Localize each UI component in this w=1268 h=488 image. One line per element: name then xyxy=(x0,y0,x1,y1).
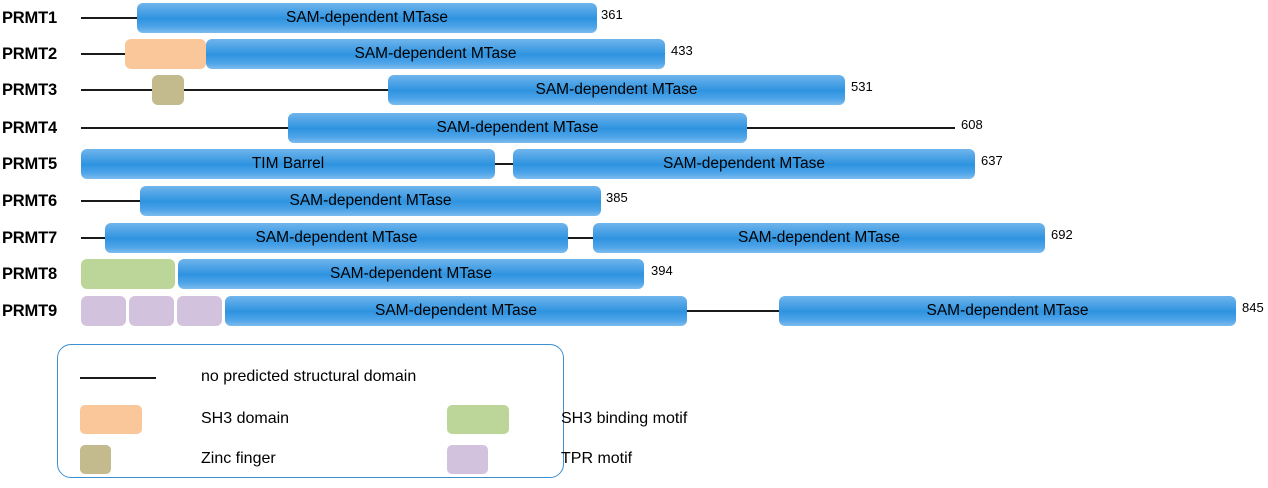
domain-label: SAM-dependent MTase xyxy=(738,229,900,246)
domain-label xyxy=(177,296,222,326)
protein-length-prmt1: 361 xyxy=(601,7,623,22)
protein-name-prmt6: PRMT6 xyxy=(2,192,57,210)
protein-length-prmt3: 531 xyxy=(851,79,873,94)
protein-name-prmt3: PRMT3 xyxy=(2,81,57,99)
domain-mtase: SAM-dependent MTase xyxy=(140,186,601,216)
domain-tpr-motif xyxy=(81,296,126,326)
backbone-line xyxy=(81,53,127,55)
domain-label xyxy=(129,296,174,326)
backbone-line xyxy=(682,310,782,312)
domain-tpr-motif xyxy=(129,296,174,326)
protein-row-prmt5: PRMT5 TIM Barrel SAM-dependent MTase 637 xyxy=(0,146,1268,182)
domain-mtase: SAM-dependent MTase xyxy=(206,39,665,69)
backbone-line xyxy=(563,237,598,239)
legend-swatch-sh3-domain xyxy=(80,405,142,434)
domain-mtase: SAM-dependent MTase xyxy=(288,113,747,143)
legend-label-no-domain: no predicted structural domain xyxy=(201,368,417,385)
domain-label xyxy=(125,39,206,69)
protein-length-prmt4: 608 xyxy=(961,117,983,132)
protein-row-prmt3: PRMT3 SAM-dependent MTase 531 xyxy=(0,72,1268,108)
protein-length-prmt9: 845 xyxy=(1242,300,1264,315)
protein-length-prmt2: 433 xyxy=(671,43,693,58)
domain-zinc-finger xyxy=(152,75,184,105)
protein-name-prmt5: PRMT5 xyxy=(2,155,57,173)
backbone-line xyxy=(81,200,143,202)
protein-length-prmt5: 637 xyxy=(981,153,1003,168)
domain-sh3-binding-motif xyxy=(81,259,175,289)
domain-label: SAM-dependent MTase xyxy=(436,119,599,136)
protein-length-prmt8: 394 xyxy=(651,263,673,278)
domain-mtase: SAM-dependent MTase xyxy=(137,3,597,33)
domain-mtase: SAM-dependent MTase xyxy=(779,296,1236,326)
protein-row-prmt9: PRMT9 SAM-dependent MTase SAM-dependent … xyxy=(0,293,1268,329)
domain-label: SAM-dependent MTase xyxy=(330,265,492,282)
domain-label xyxy=(152,75,184,105)
protein-row-prmt7: PRMT7 SAM-dependent MTase SAM-dependent … xyxy=(0,220,1268,256)
domain-tpr-motif xyxy=(177,296,222,326)
protein-length-prmt7: 692 xyxy=(1051,227,1073,242)
protein-name-prmt9: PRMT9 xyxy=(2,302,57,320)
domain-mtase: SAM-dependent MTase xyxy=(388,75,845,105)
domain-label xyxy=(81,296,126,326)
backbone-line xyxy=(81,89,388,91)
legend-label-sh3-domain: SH3 domain xyxy=(201,410,290,427)
domain-mtase: SAM-dependent MTase xyxy=(178,259,644,289)
domain-sh3 xyxy=(125,39,206,69)
backbone-line xyxy=(81,17,139,19)
domain-label: SAM-dependent MTase xyxy=(354,45,517,62)
protein-name-prmt8: PRMT8 xyxy=(2,265,57,283)
protein-row-prmt2: PRMT2 SAM-dependent MTase 433 xyxy=(0,36,1268,72)
domain-label xyxy=(81,259,175,289)
domain-mtase: SAM-dependent MTase xyxy=(105,223,568,253)
domain-label: SAM-dependent MTase xyxy=(255,229,418,246)
domain-label: TIM Barrel xyxy=(251,155,325,172)
legend-line-swatch xyxy=(80,377,156,379)
domain-label: SAM-dependent MTase xyxy=(289,192,452,209)
domain-label: SAM-dependent MTase xyxy=(926,302,1089,319)
domain-label: SAM-dependent MTase xyxy=(663,155,825,172)
protein-name-prmt4: PRMT4 xyxy=(2,119,57,137)
backbone-line xyxy=(81,237,109,239)
legend-label-tpr-motif: TPR motif xyxy=(561,450,633,467)
domain-tim-barrel: TIM Barrel xyxy=(81,149,495,179)
domain-mtase: SAM-dependent MTase xyxy=(593,223,1045,253)
domain-label: SAM-dependent MTase xyxy=(375,302,537,319)
domain-label: SAM-dependent MTase xyxy=(535,81,698,98)
protein-row-prmt8: PRMT8 SAM-dependent MTase 394 xyxy=(0,256,1268,292)
protein-row-prmt4: PRMT4 SAM-dependent MTase 608 xyxy=(0,110,1268,146)
legend-panel: no predicted structural domain SH3 domai… xyxy=(57,344,687,478)
legend-label-zinc-finger: Zinc finger xyxy=(201,450,276,467)
legend-swatch-tpr-motif xyxy=(447,445,488,474)
protein-row-prmt1: PRMT1 SAM-dependent MTase 361 xyxy=(0,0,1268,36)
domain-mtase: SAM-dependent MTase xyxy=(225,296,687,326)
protein-name-prmt2: PRMT2 xyxy=(2,45,57,63)
backbone-line xyxy=(490,163,518,165)
legend-swatch-sh3-binding-motif xyxy=(447,405,509,434)
protein-row-prmt6: PRMT6 SAM-dependent MTase 385 xyxy=(0,183,1268,219)
protein-name-prmt7: PRMT7 xyxy=(2,229,57,247)
legend-swatch-zinc-finger xyxy=(80,445,111,474)
protein-length-prmt6: 385 xyxy=(606,190,628,205)
protein-name-prmt1: PRMT1 xyxy=(2,9,57,27)
domain-label: SAM-dependent MTase xyxy=(286,9,448,26)
legend-label-sh3-binding-motif: SH3 binding motif xyxy=(561,410,688,427)
domain-mtase: SAM-dependent MTase xyxy=(513,149,975,179)
